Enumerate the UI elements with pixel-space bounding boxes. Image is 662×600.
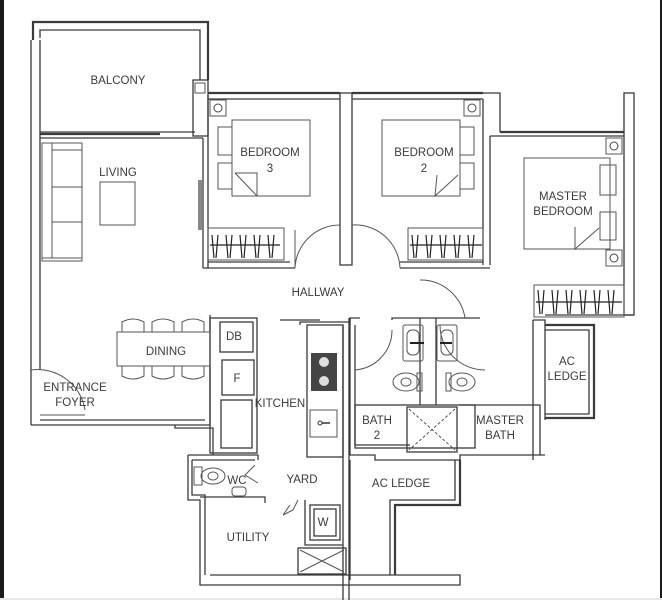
label-bedroom2: BEDROOM bbox=[394, 147, 453, 159]
label-living: LIVING bbox=[99, 167, 137, 179]
label-masterbath-bath: BATH bbox=[485, 430, 515, 442]
label-balcony: BALCONY bbox=[91, 75, 146, 87]
label-hallway: HALLWAY bbox=[292, 287, 345, 299]
label-foyer: FOYER bbox=[55, 397, 95, 409]
label-db: DB bbox=[226, 331, 242, 343]
label-dining: DINING bbox=[146, 346, 186, 358]
fridge-box bbox=[221, 359, 255, 396]
doors bbox=[30, 224, 486, 516]
label-bedroom3: BEDROOM bbox=[240, 147, 299, 159]
living-window bbox=[198, 180, 202, 230]
image-border-bottom bbox=[0, 598, 662, 600]
furniture bbox=[41, 82, 625, 497]
label-utility: UTILITY bbox=[227, 532, 270, 544]
label-master-bedroom: BEDROOM bbox=[533, 206, 592, 218]
label-acledge-right-2: LEDGE bbox=[548, 371, 587, 383]
label-bath2-num: 2 bbox=[374, 430, 380, 442]
fan-coil-icon bbox=[194, 82, 623, 267]
room-labels: BALCONY LIVING BEDROOM 3 BEDROOM 2 MASTE… bbox=[43, 75, 592, 544]
label-washer: W bbox=[318, 517, 329, 529]
walls bbox=[30, 20, 635, 600]
label-master: MASTER bbox=[539, 191, 587, 203]
label-masterbath: MASTER bbox=[476, 415, 524, 427]
label-kitchen: KITCHEN bbox=[255, 398, 305, 410]
label-fridge: F bbox=[233, 373, 240, 385]
shower bbox=[406, 406, 458, 453]
label-yard: YARD bbox=[286, 474, 317, 486]
label-bedroom2-num: 2 bbox=[421, 163, 427, 175]
label-bedroom3-num: 3 bbox=[267, 163, 273, 175]
label-acledge-bottom: AC LEDGE bbox=[372, 478, 430, 490]
washer-box bbox=[309, 504, 341, 541]
label-bath2: BATH bbox=[362, 415, 392, 427]
db-box bbox=[219, 321, 254, 353]
wardrobes bbox=[207, 227, 625, 318]
image-border-left bbox=[0, 0, 4, 600]
label-acledge-right: AC bbox=[559, 356, 575, 368]
image-border-right bbox=[660, 0, 662, 600]
label-wc: WC bbox=[227, 475, 246, 487]
label-entrance: ENTRANCE bbox=[43, 382, 107, 394]
